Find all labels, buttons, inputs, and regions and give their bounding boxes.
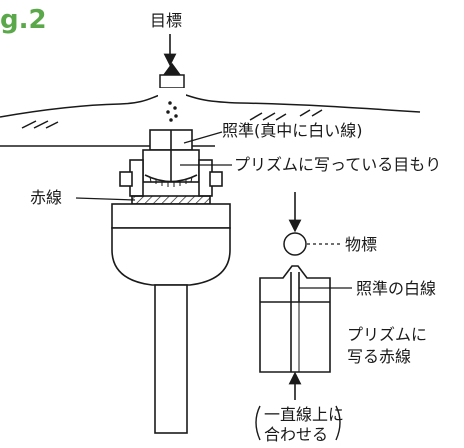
red-line-leader	[75, 197, 136, 201]
sighting-white-line-label: 照準の白線	[356, 279, 436, 298]
prism-scale-label: プリズムに写っている目もり	[234, 155, 441, 174]
figure-label: g.2	[0, 5, 47, 35]
align-label-2: 合わせる	[264, 425, 328, 444]
align-label-1: 一直線上に	[264, 405, 344, 424]
target-marker	[158, 62, 186, 122]
prism-red-line-label-1: プリズムに	[347, 325, 427, 344]
sighting-leader	[183, 131, 223, 144]
align-note: 一直線上に 合わせる	[255, 405, 344, 444]
object-marker-circle	[283, 232, 307, 256]
compass-body	[111, 129, 231, 434]
prism-red-line-label-2: 写る赤線	[347, 347, 411, 366]
red-line-label: 赤線	[30, 188, 62, 207]
target-label: 目標	[150, 11, 182, 30]
ground-line	[0, 94, 421, 129]
object-marker-label: 物標	[345, 235, 377, 254]
sighting-label: 照準(真中に白い線)	[222, 121, 363, 140]
prism-detail-view	[259, 265, 331, 373]
